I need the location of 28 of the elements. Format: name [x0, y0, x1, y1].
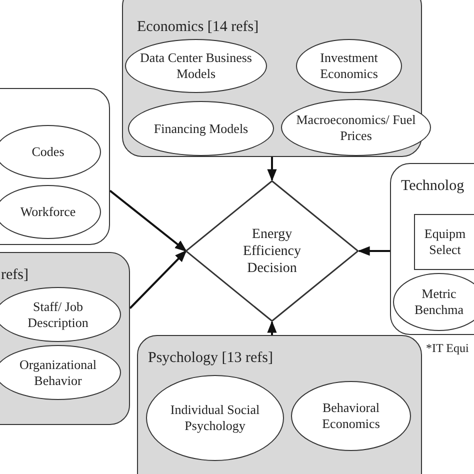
arrow: [129, 250, 187, 309]
ellipse-node: Organizational Behavior: [0, 345, 121, 400]
ellipse-node: Macroeconomics/ Fuel Prices: [281, 99, 431, 156]
arrow: [267, 320, 277, 335]
group-title: refs]: [1, 267, 28, 284]
ellipse-node: Financing Models: [128, 101, 274, 156]
ellipse-node: Individual Social Psychology: [146, 375, 284, 461]
ellipse-node: Metric Benchma: [393, 273, 474, 331]
footnote: *IT Equi: [426, 341, 469, 356]
group-box: [0, 88, 110, 245]
arrow: [267, 157, 277, 182]
arrow: [109, 190, 187, 252]
process-box: Equipm Select: [414, 214, 474, 270]
group-title: Economics [14 refs]: [137, 19, 259, 36]
group-title: Psychology [13 refs]: [148, 350, 273, 367]
ellipse-node: Workforce: [0, 185, 101, 239]
group-box: [137, 335, 422, 474]
decision-diamond: [185, 180, 359, 322]
ellipse-node: Behavioral Economics: [291, 381, 411, 451]
node-label: Energy Efficiency Decision: [242, 226, 302, 276]
group-box: [390, 163, 474, 335]
ellipse-node: Data Center Business Models: [125, 39, 267, 93]
ellipse-node: Investment Economics: [296, 39, 402, 93]
group-title: Technolog: [401, 178, 464, 195]
ellipse-node: Codes: [0, 125, 101, 179]
ellipse-node: Staff/ Job Description: [0, 287, 121, 342]
arrow: [358, 246, 390, 256]
group-box: [0, 252, 130, 425]
